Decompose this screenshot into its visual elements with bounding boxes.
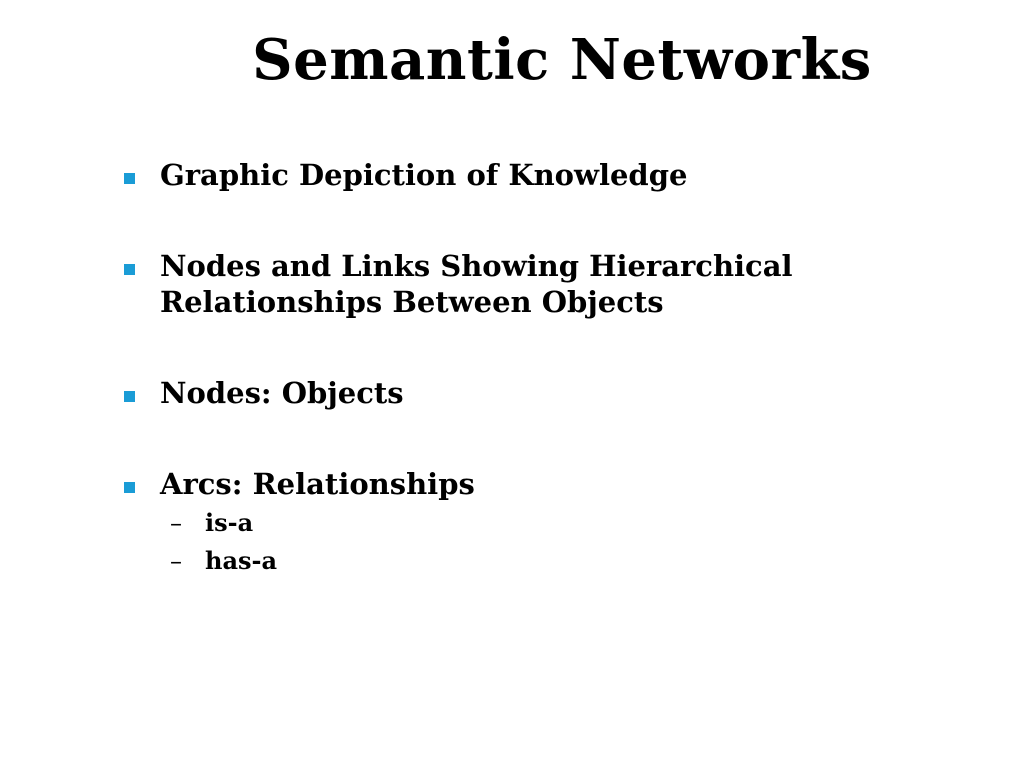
bullet-item: Graphic Depiction of Knowledge [124, 157, 924, 193]
sub-bullet-list: – is-a – has-a [160, 504, 924, 580]
sub-bullet-item: – is-a [160, 504, 924, 542]
sub-bullet-text: has-a [205, 546, 278, 575]
bullet-text: Arcs: Relationships [160, 467, 475, 501]
sub-bullet-item: – has-a [160, 542, 924, 580]
bullet-text: Graphic Depiction of Knowledge [160, 158, 688, 192]
square-bullet-icon [124, 173, 135, 184]
sub-bullet-text: is-a [205, 508, 254, 537]
bullet-item: Arcs: Relationships – is-a – has-a [124, 466, 924, 580]
dash-bullet-icon: – [170, 547, 182, 575]
slide-title: Semantic Networks [252, 27, 872, 93]
square-bullet-icon [124, 482, 135, 493]
bullet-item: Nodes and Links Showing Hierarchical Rel… [124, 248, 924, 320]
square-bullet-icon [124, 264, 135, 275]
dash-bullet-icon: – [170, 509, 182, 537]
bullet-list: Graphic Depiction of Knowledge Nodes and… [124, 157, 924, 580]
bullet-item: Nodes: Objects [124, 375, 924, 411]
bullet-text: Nodes and Links Showing Hierarchical Rel… [160, 249, 793, 319]
square-bullet-icon [124, 391, 135, 402]
bullet-text: Nodes: Objects [160, 376, 404, 410]
